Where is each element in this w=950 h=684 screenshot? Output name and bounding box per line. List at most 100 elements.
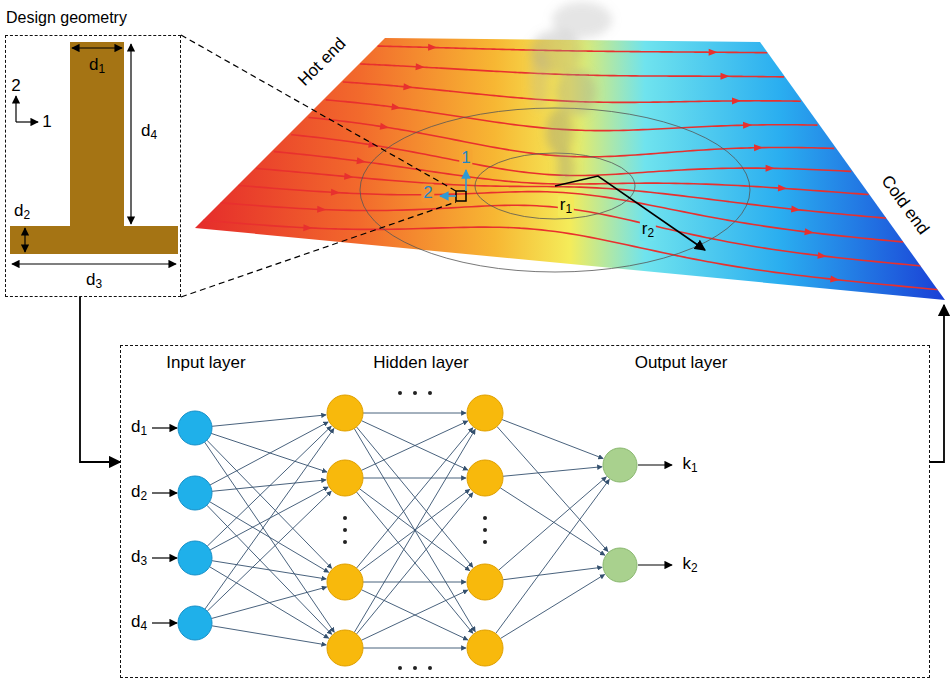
- unit-cell-marker: [456, 191, 466, 201]
- panel-heading: Hot end: [294, 34, 350, 90]
- panel-heading: Design geometry: [6, 9, 127, 27]
- network-link: [211, 587, 326, 619]
- dimension-label: d4: [139, 122, 159, 143]
- network-link: [356, 427, 472, 568]
- hidden-neuron: [467, 395, 503, 431]
- dimension-label: d1: [87, 56, 107, 77]
- smoke: [530, 2, 612, 186]
- ellipsis-dot: [398, 391, 402, 395]
- flux-arrow: [721, 73, 730, 80]
- output-neuron: [603, 548, 637, 582]
- ellipsis-dot: [483, 528, 487, 532]
- ellipsis-dot: [398, 666, 402, 670]
- ellipsis-dot: [343, 516, 347, 520]
- network-link: [212, 561, 326, 579]
- radius-lines: [555, 176, 705, 250]
- network-link: [212, 626, 326, 645]
- axis-arrow: [16, 121, 38, 122]
- io-arrow: [638, 564, 672, 565]
- output-neuron: [603, 448, 637, 482]
- flux-arrow: [331, 189, 340, 196]
- network-link: [356, 493, 472, 634]
- dimension-arrow: [72, 47, 122, 48]
- flux-arrow: [709, 49, 718, 56]
- network-link: [210, 422, 328, 485]
- network-link: [363, 413, 466, 414]
- io-arrow: [152, 492, 177, 493]
- input-label: d4: [129, 613, 149, 634]
- neural-network-panel: Input layerHidden layerOutput layer: [120, 345, 930, 678]
- t-flange: [10, 226, 178, 254]
- flux-arrow: [817, 252, 826, 259]
- network-link: [361, 590, 468, 640]
- zoom-leader: [181, 202, 456, 297]
- hidden-neuron: [327, 460, 363, 496]
- axis-label: 1: [40, 113, 53, 132]
- flux-arrow: [344, 173, 353, 180]
- flux-arrow: [428, 44, 437, 51]
- flux-arrow: [403, 83, 412, 90]
- flux-arrow: [804, 228, 813, 235]
- io-arrow: [152, 622, 177, 623]
- zoom-leader: [181, 35, 456, 191]
- network-link: [497, 426, 608, 551]
- network-link: [502, 419, 603, 458]
- hidden-neuron: [467, 564, 503, 600]
- network-link: [207, 440, 332, 568]
- thermal-plate-panel: Hot endCold end: [190, 0, 947, 305]
- flux-arrow: [791, 206, 800, 213]
- hidden-neuron: [327, 564, 363, 600]
- flux-arrow: [303, 224, 312, 231]
- ellipsis-dot: [343, 540, 347, 544]
- network-link: [496, 479, 610, 633]
- axis-label: 1: [459, 149, 472, 168]
- network-link: [356, 492, 472, 633]
- neural-network: [152, 391, 672, 670]
- network-link: [363, 478, 466, 479]
- smoke-puff: [546, 108, 574, 156]
- hidden-neuron: [327, 630, 363, 666]
- input-label: d1: [129, 418, 149, 439]
- dimension-arrow: [12, 263, 176, 264]
- network-link: [500, 488, 605, 555]
- ellipsis-dot: [483, 540, 487, 544]
- thermal-plate: [195, 38, 945, 300]
- flux-arrow: [778, 184, 787, 191]
- io-arrow: [152, 557, 177, 558]
- io-arrow: [638, 464, 672, 465]
- panel-heading: Input layer: [166, 353, 245, 373]
- network-link: [205, 428, 334, 609]
- flux-arrow: [743, 122, 752, 129]
- network-link: [500, 574, 604, 638]
- network-link: [354, 428, 475, 631]
- axis-arrow: [15, 96, 16, 122]
- ellipsis-dot: [428, 666, 432, 670]
- flux-arrow: [391, 103, 400, 110]
- local-axis: [440, 195, 456, 197]
- network-link: [361, 421, 467, 470]
- network-link: [361, 421, 467, 470]
- smoke-puff: [556, 68, 596, 116]
- network-link: [210, 502, 329, 573]
- network-link: [363, 582, 466, 583]
- output-label: k2: [680, 555, 699, 576]
- hidden-neuron: [327, 395, 363, 431]
- input-label: d2: [129, 483, 149, 504]
- output-label: k1: [680, 455, 699, 476]
- flux-arrow: [317, 206, 326, 213]
- t-stem: [70, 42, 124, 226]
- axis-label: 2: [421, 184, 434, 203]
- local-axis: [465, 170, 467, 191]
- axis-label: 2: [9, 77, 22, 96]
- flux-arrow: [830, 276, 839, 283]
- panel-heading: Cold end: [877, 172, 933, 239]
- network-link: [503, 467, 602, 477]
- input-neuron-group: [178, 411, 212, 640]
- input-neuron: [178, 541, 212, 575]
- flow-connector: [80, 297, 120, 462]
- dimension-arrow: [130, 44, 131, 224]
